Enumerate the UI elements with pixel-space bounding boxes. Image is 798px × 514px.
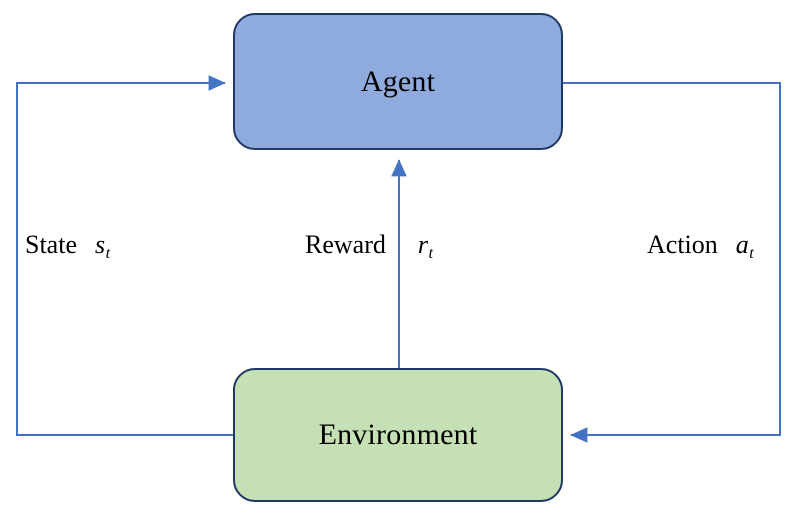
state-edge-symbol: st xyxy=(95,230,111,263)
action-edge-name: Action xyxy=(647,230,718,259)
reward-symbol-subscript: t xyxy=(428,245,433,263)
reward-edge-label: Reward rt xyxy=(305,230,433,263)
action-edge-symbol: at xyxy=(735,230,754,263)
action-symbol-subscript: t xyxy=(749,245,754,263)
state-connector xyxy=(16,75,233,436)
agent-node: Agent xyxy=(233,13,563,150)
reward-symbol-base: r xyxy=(417,230,428,259)
action-symbol-base: a xyxy=(735,230,749,259)
agent-node-label: Agent xyxy=(360,64,436,98)
environment-node: Environment xyxy=(233,368,563,502)
state-symbol-subscript: t xyxy=(105,245,111,263)
action-connector xyxy=(563,82,781,443)
state-edge-name: State xyxy=(25,230,77,259)
reward-edge-symbol: rt xyxy=(417,230,433,263)
environment-node-label: Environment xyxy=(318,418,478,451)
reward-edge-name: Reward xyxy=(305,230,386,259)
state-symbol-base: s xyxy=(95,230,106,259)
